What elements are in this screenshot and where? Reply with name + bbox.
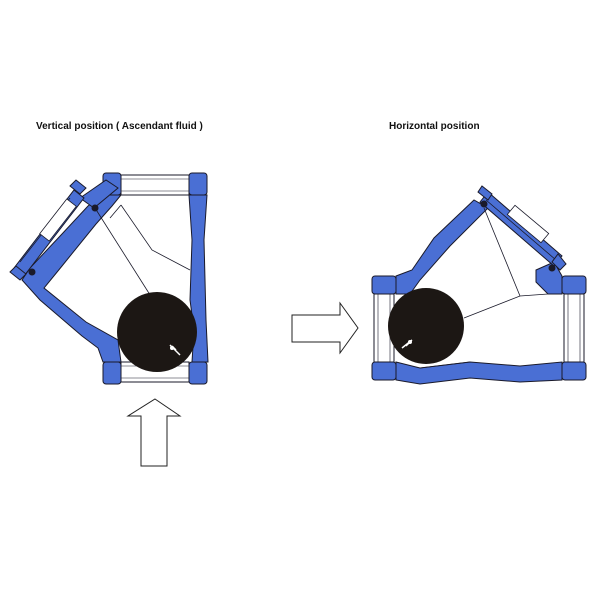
bonnet-upper-wall [79, 179, 119, 209]
horizontal-bonnet-cover [477, 185, 567, 272]
vertical-position-title: Vertical position ( Ascendant fluid ) [36, 121, 203, 132]
horizontal-inner-flow-lines [419, 207, 549, 369]
body-bottom-wall [395, 361, 563, 385]
horizontal-position-title: Horizontal position [389, 121, 480, 132]
upward-flow-arrow [126, 398, 182, 467]
horizontal-valve [371, 185, 587, 385]
inner-flow-lines [94, 204, 191, 299]
vertical-valve [9, 172, 209, 385]
top-outlet-socket [102, 172, 208, 196]
horizontal-check-ball [388, 288, 464, 364]
body-top-wall [395, 199, 489, 295]
check-ball [117, 292, 197, 372]
left-inlet-socket [371, 275, 397, 381]
rightward-flow-arrow [291, 301, 359, 355]
body-left-wall [21, 194, 123, 363]
bonnet-cover [9, 179, 99, 281]
right-outlet-socket [561, 275, 587, 381]
